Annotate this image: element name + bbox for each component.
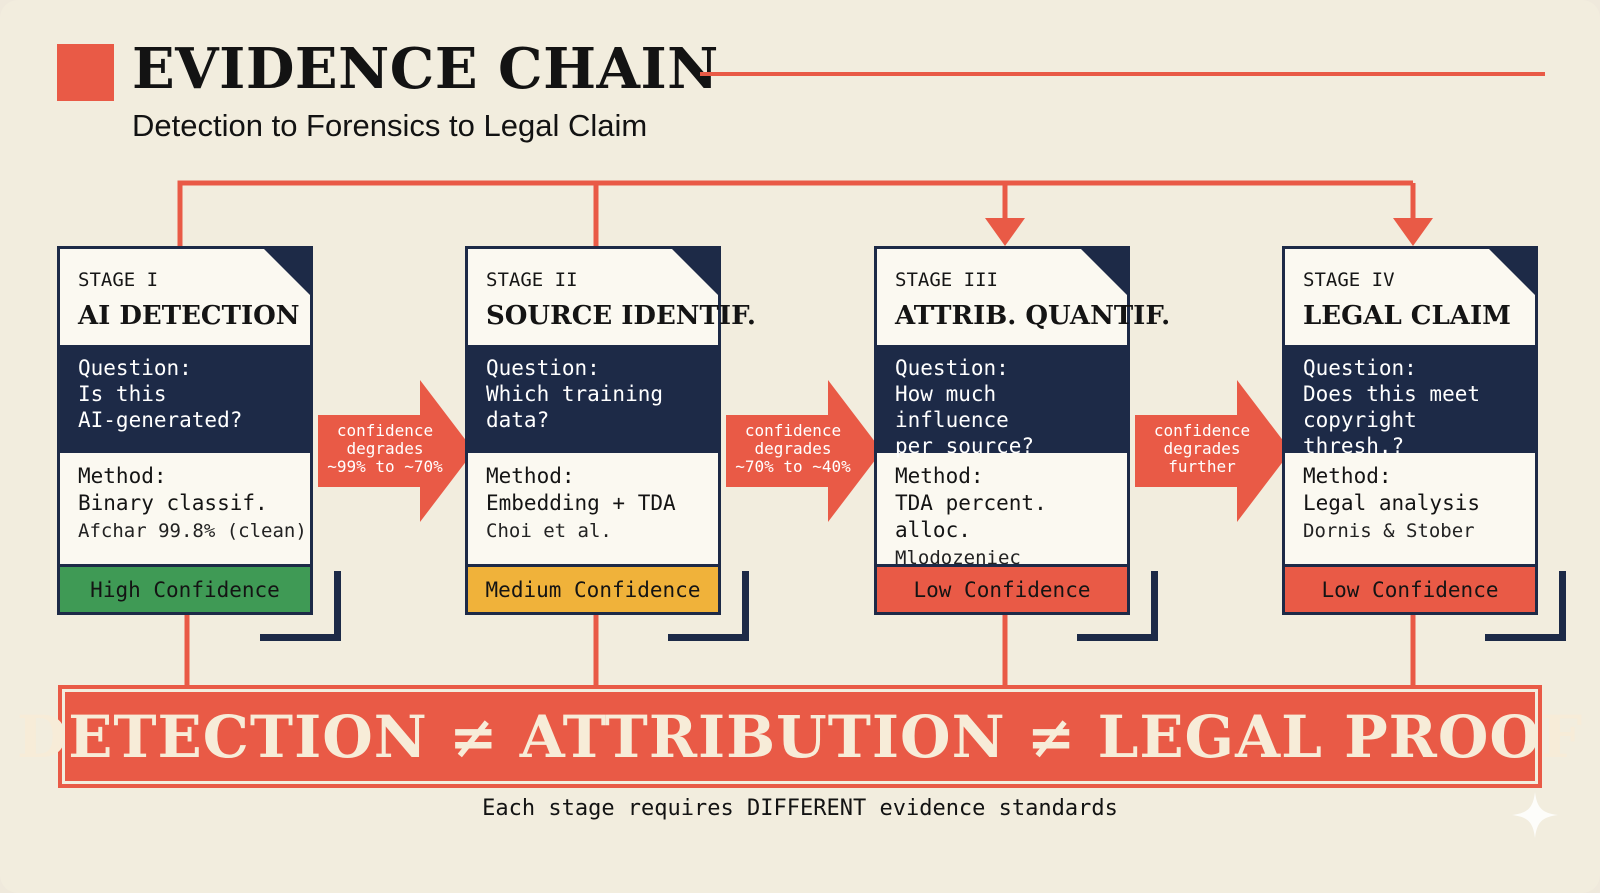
question-text: Does this meet copyright thresh.? <box>1303 382 1481 458</box>
top-bus-line <box>177 180 1413 246</box>
confidence-badge: Low Confidence <box>1285 564 1535 612</box>
title-rule <box>700 72 1545 76</box>
corner-fold <box>1078 246 1130 298</box>
method-text: Legal analysis <box>1303 491 1481 515</box>
transition-label-2: confidence degrades ~70% to ~40% <box>733 422 853 476</box>
footer-note: Each stage requires DIFFERENT evidence s… <box>482 796 1118 821</box>
card2-shadow <box>668 571 749 641</box>
corner-fold <box>669 246 721 298</box>
method-text: TDA percent. alloc. <box>895 491 1047 542</box>
question-label: Question: <box>895 356 1009 380</box>
stage-number: STAGE IV <box>1303 269 1395 291</box>
corner-fold <box>261 246 313 298</box>
method-reference: Choi et al. <box>486 520 612 542</box>
transition-arrow-2 <box>726 380 882 522</box>
transition-label-3: confidence degrades further <box>1142 422 1262 476</box>
card3-shadow <box>1077 571 1158 641</box>
transition-3-line3: further <box>1168 457 1236 476</box>
conclusion-banner: DETECTION ≠ ATTRIBUTION ≠ LEGAL PROOF <box>17 685 1582 788</box>
stage-number: STAGE I <box>78 269 159 291</box>
transition-2-line3: ~70% to ~40% <box>735 457 851 476</box>
transition-2-line2: degrades <box>754 439 832 458</box>
transition-3-line1: confidence <box>1153 421 1251 440</box>
method-reference: Afchar 99.8% (clean) <box>78 520 307 542</box>
stage-name: AI DETECTION <box>78 301 300 331</box>
method-text: Binary classif. <box>78 491 268 515</box>
page-subtitle: Detection to Forensics to Legal Claim <box>132 108 648 143</box>
confidence-badge: Low Confidence <box>877 564 1127 612</box>
banner-text: DETECTION ≠ ATTRIBUTION ≠ LEGAL PROOF <box>16 702 1584 771</box>
stage-name: ATTRIB. QUANTIF. <box>895 301 1171 331</box>
question-label: Question: <box>486 356 600 380</box>
transition-2-line1: confidence <box>744 421 842 440</box>
question-band: Question: How much influence per source? <box>877 345 1127 458</box>
stage-card-2: STAGE II SOURCE IDENTIF. Question: Which… <box>465 246 756 615</box>
method-label: Method: <box>486 464 575 488</box>
method-block: Method: Legal analysis Dornis & Stober <box>1303 463 1480 545</box>
stage-card-4: STAGE IV LEGAL CLAIM Question: Does this… <box>1282 246 1538 615</box>
question-band: Question: Is this AI-generated? <box>60 345 310 453</box>
arrowhead-stage4 <box>1393 218 1433 246</box>
stage-number: STAGE II <box>486 269 578 291</box>
transition-1-line1: confidence <box>336 421 434 440</box>
question-label: Question: <box>1303 356 1417 380</box>
title-accent-square <box>57 44 114 101</box>
transition-1-line3: ~99% to ~70% <box>327 457 443 476</box>
transition-label-1: confidence degrades ~99% to ~70% <box>325 422 445 476</box>
question-text: Which training data? <box>486 382 664 432</box>
method-text: Embedding + TDA <box>486 491 676 515</box>
method-label: Method: <box>895 464 984 488</box>
stage-card-3: STAGE III ATTRIB. QUANTIF. Question: How… <box>874 246 1170 615</box>
stage-name: SOURCE IDENTIF. <box>486 301 756 331</box>
stage-name: LEGAL CLAIM <box>1303 301 1511 331</box>
confidence-badge: Medium Confidence <box>468 564 718 612</box>
method-block: Method: Binary classif. Afchar 99.8% (cl… <box>78 463 307 545</box>
sparkle-icon <box>1512 792 1558 838</box>
question-band: Question: Which training data? <box>468 345 718 453</box>
arrowhead-stage3 <box>985 218 1025 246</box>
method-label: Method: <box>78 464 167 488</box>
card4-shadow <box>1485 571 1566 641</box>
stage-card-1: STAGE I AI DETECTION Question: Is this A… <box>57 246 313 615</box>
method-reference: Mlodozeniec <box>895 547 1021 569</box>
question-text: Is this AI-generated? <box>78 382 243 432</box>
page-title: EVIDENCE CHAIN <box>132 36 719 102</box>
question-band: Question: Does this meet copyright thres… <box>1285 345 1535 458</box>
transition-arrow-3 <box>1135 380 1291 522</box>
method-reference: Dornis & Stober <box>1303 520 1475 542</box>
corner-fold <box>1486 246 1538 298</box>
confidence-badge: High Confidence <box>60 564 310 612</box>
transition-arrow-1 <box>318 380 474 522</box>
stage-number: STAGE III <box>895 269 998 291</box>
transition-1-line2: degrades <box>346 439 424 458</box>
method-block: Method: TDA percent. alloc. Mlodozeniec <box>895 463 1127 572</box>
method-block: Method: Embedding + TDA Choi et al. <box>486 463 676 545</box>
transition-3-line2: degrades <box>1163 439 1241 458</box>
question-text: How much influence per source? <box>895 382 1035 458</box>
question-label: Question: <box>78 356 192 380</box>
method-label: Method: <box>1303 464 1392 488</box>
card1-shadow <box>260 571 341 641</box>
